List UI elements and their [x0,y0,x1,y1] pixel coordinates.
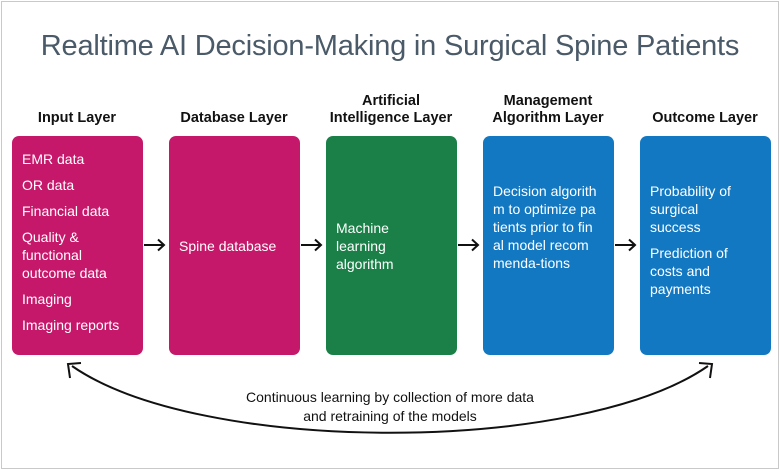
arrow-right-icon [301,238,323,252]
input-item-imaging: Imaging [22,291,72,307]
input-item-or: OR data [22,177,75,193]
input-layer-box: EMR data OR data Financial data Quality … [12,136,143,355]
arrow-right-icon [615,238,637,252]
input-item-emr: EMR data [22,151,85,167]
feedback-caption-line-2: and retraining of the models [303,408,477,424]
diagram-title: Realtime AI Decision-Making in Surgical … [40,30,740,62]
outcome-item-prediction: Prediction of costs and payments [650,245,728,297]
outcome-layer-box: Probability of surgical success Predicti… [640,136,771,355]
management-item-decision: Decision algorithm to optimize patients … [493,183,597,271]
feedback-caption: Continuous learning by collection of mor… [0,388,780,426]
outcome-item-probability: Probability of surgical success [650,183,731,235]
ai-item-ml: Machine learning algorithm [336,219,394,272]
arrow-right-icon [458,238,480,252]
header-input-layer: Input Layer [37,110,117,126]
header-database-layer: Database Layer [180,110,288,126]
input-item-quality: Quality & functional outcome data [22,229,107,281]
management-layer-box: Decision algorithm to optimize patients … [483,136,614,355]
arrow-right-icon [144,238,166,252]
ai-layer-box: Machine learning algorithm [326,136,457,355]
database-layer-box: Spine database [169,136,300,355]
input-item-imaging-reports: Imaging reports [22,317,120,333]
header-outcome-layer: Outcome Layer [652,110,758,126]
input-item-financial: Financial data [22,203,110,219]
feedback-caption-line-1: Continuous learning by collection of mor… [246,389,534,405]
database-item-spine: Spine database [179,237,277,254]
